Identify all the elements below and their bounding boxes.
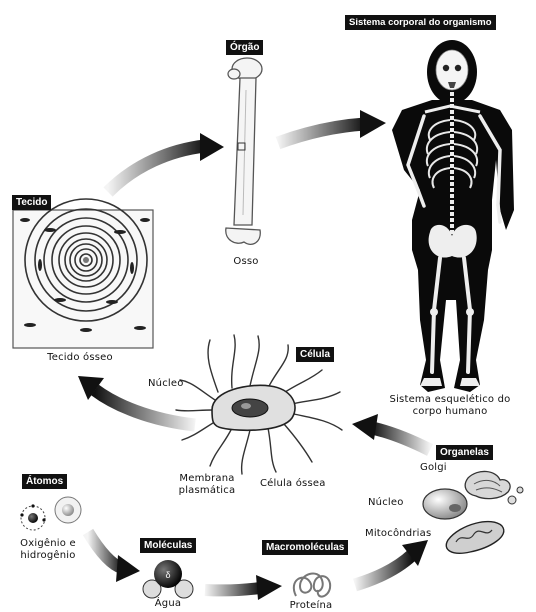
celula-tag: Célula bbox=[296, 347, 334, 362]
celula-caption: Célula óssea bbox=[260, 478, 326, 490]
tecido-caption: Tecido ósseo bbox=[30, 352, 130, 364]
agua-label: Água bbox=[148, 598, 188, 610]
sistema-tag: Sistema corporal do organismo bbox=[345, 15, 496, 30]
orgao-tag: Órgão bbox=[226, 40, 263, 55]
macromoleculas-tag: Macromoléculas bbox=[262, 540, 348, 555]
organelas-tag: Organelas bbox=[436, 445, 493, 460]
nucleo-celula-label: Núcleo bbox=[148, 378, 184, 390]
moleculas-tag: Moléculas bbox=[140, 538, 196, 553]
bone-icon bbox=[226, 58, 262, 244]
curved-arrow-icon bbox=[355, 540, 428, 585]
skeleton-icon bbox=[392, 40, 514, 392]
curved-arrow-icon bbox=[278, 110, 386, 143]
protein-icon bbox=[294, 573, 330, 596]
nucleus-icon bbox=[423, 489, 467, 519]
golgi-label: Golgi bbox=[420, 462, 447, 474]
curved-arrow-icon bbox=[205, 575, 282, 600]
water-molecule-icon: δ bbox=[143, 560, 193, 598]
sistema-caption: Sistema esquelético do corpo humano bbox=[380, 394, 520, 418]
nucleo-organela-label: Núcleo bbox=[368, 497, 404, 509]
bone-tissue-icon bbox=[13, 199, 153, 348]
curved-arrow-icon bbox=[88, 532, 140, 582]
atomos-caption: Oxigênio e hidrogênio bbox=[10, 538, 86, 562]
membrana-label: Membrana plasmática bbox=[172, 473, 242, 497]
osso-label: Osso bbox=[226, 256, 266, 268]
mitochondria-icon bbox=[446, 522, 504, 554]
atomos-tag: Átomos bbox=[22, 474, 67, 489]
golgi-icon bbox=[465, 471, 523, 504]
curved-arrow-icon bbox=[108, 133, 224, 192]
curved-arrow-icon bbox=[352, 414, 430, 450]
tecido-tag: Tecido bbox=[12, 195, 51, 210]
atom-icon bbox=[20, 497, 81, 530]
svg-text:δ: δ bbox=[165, 570, 170, 580]
mitocondrias-label: Mitocôndrias bbox=[365, 528, 431, 540]
proteina-label: Proteína bbox=[286, 600, 336, 612]
